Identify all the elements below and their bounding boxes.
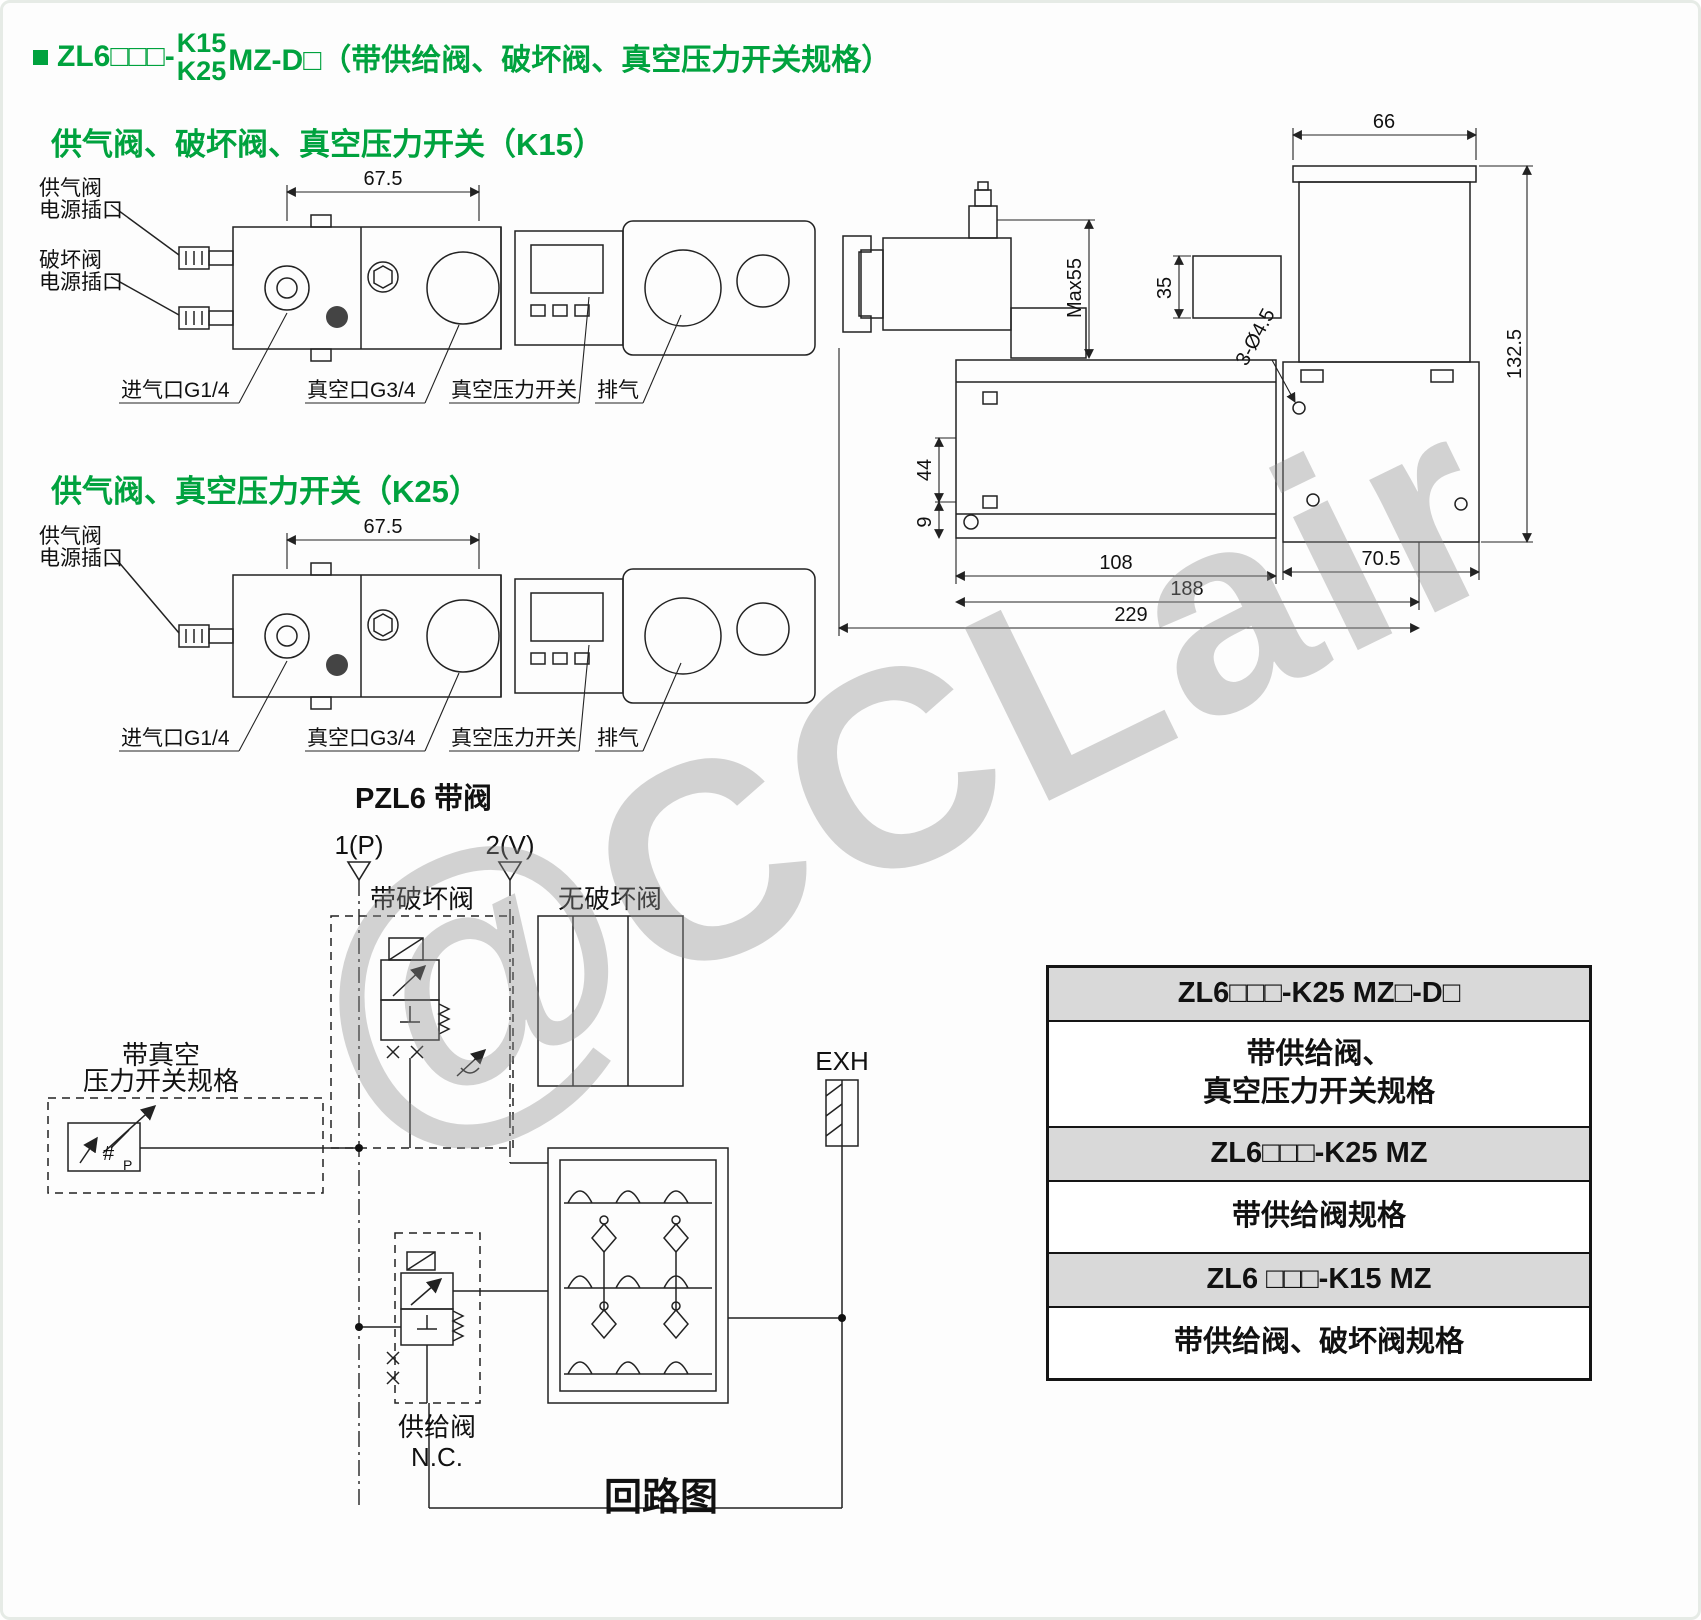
- k15-break-plug-label-2: 电源插口: [39, 271, 123, 294]
- with-break-label: 带破坏阀: [370, 884, 474, 914]
- switch-hash-symbol: #: [103, 1143, 115, 1165]
- spec-row-desc-k25: 带供给阀规格: [1049, 1182, 1589, 1254]
- spec-row-model-k25-d: ZL6□□□-K25 MZ□-D□: [1049, 968, 1589, 1022]
- drawing-dimensions: 66 Max55 35 3-Ø4.5 132.5 44 9 108 70.5 1…: [838, 111, 1533, 636]
- k25-switch-label: 真空压力开关: [451, 727, 577, 750]
- supply-valve-label: 供给阀: [398, 1412, 476, 1442]
- drawing-k15: 67.5 供气阀 电源插口 破坏阀 电源插口 进气口G1/4 真空口G3/4 真…: [39, 168, 816, 404]
- ejector-symbol: [510, 1147, 729, 1404]
- dim-188: 188: [1170, 578, 1203, 600]
- break-valve-box: [330, 915, 514, 1149]
- k25-exhaust-label: 排气: [597, 727, 639, 750]
- dim-229: 229: [1114, 604, 1147, 626]
- dim-66: 66: [1373, 111, 1395, 133]
- page-title: ZL6□□□- K15 K25 MZ-D□（带供给阀、破坏阀、真空压力开关规格）: [33, 29, 891, 86]
- circuit-caption: 回路图: [604, 1477, 718, 1519]
- spec-model-text: ZL6 □□□-K15 MZ: [1206, 1263, 1432, 1296]
- k25-supply-plug-label-2: 电源插口: [39, 547, 123, 570]
- title-suffix: MZ-D□（带供给阀、破坏阀、真空压力开关规格）: [228, 44, 892, 78]
- no-break-valve-box: [537, 915, 684, 1087]
- k15-inlet-label: 进气口G1/4: [121, 379, 230, 402]
- spec-row-desc-k15: 带供给阀、破坏阀规格: [1049, 1308, 1589, 1378]
- with-switch-label-2: 压力开关规格: [83, 1066, 239, 1096]
- k15-supply-plug-label-1: 供气阀: [39, 177, 102, 200]
- k15-break-plug-label-1: 破坏阀: [39, 249, 102, 272]
- dim-9: 9: [914, 516, 936, 527]
- k25-dim-67-5: 67.5: [364, 516, 403, 538]
- k15-switch-label: 真空压力开关: [451, 379, 577, 402]
- exh-silencer-symbol: [428, 1079, 859, 1509]
- k15-body-outline: [110, 204, 816, 362]
- k25-supply-plug-label-1: 供气阀: [39, 525, 102, 548]
- k15-vacuum-label: 真空口G3/4: [307, 379, 416, 402]
- k15-dim-67-5: 67.5: [364, 168, 403, 190]
- supply-valve-box: [355, 1232, 548, 1404]
- dim-44: 44: [914, 459, 936, 481]
- exh-label: EXH: [815, 1046, 868, 1076]
- circuit-diagram: 1(P) 2(V) 带破坏阀 无破坏阀 带真空 压力开关规格 EXH # P 供…: [47, 830, 869, 1519]
- with-switch-label-1: 带真空: [122, 1040, 200, 1070]
- pzl6-model: PZL6: [355, 783, 426, 815]
- dims-dimension-lines: [838, 128, 1533, 636]
- k25-body-outline: [110, 552, 816, 710]
- k15-exhaust-label: 排气: [597, 379, 639, 402]
- circuit-ports: [346, 861, 523, 882]
- k25-dimension-lines: [119, 533, 682, 752]
- spec-model-text: ZL6□□□-K25 MZ□-D□: [1177, 977, 1461, 1010]
- k25-vacuum-label: 真空口G3/4: [307, 727, 416, 750]
- pzl6-caption: PZL6 带阀: [355, 775, 492, 817]
- k25-inlet-label: 进气口G1/4: [121, 727, 230, 750]
- spec-row-model-k25: ZL6□□□-K25 MZ: [1049, 1128, 1589, 1182]
- dim-70-5: 70.5: [1362, 548, 1401, 570]
- dim-132-5: 132.5: [1504, 329, 1526, 379]
- pzl6-text: 带阀: [433, 783, 492, 815]
- spec-table: ZL6□□□-K25 MZ□-D□ 带供给阀、 真空压力开关规格 ZL6□□□-…: [1046, 965, 1592, 1381]
- switch-p-label: P: [123, 1157, 132, 1173]
- heading-k15: 供气阀、破坏阀、真空压力开关（K15）: [51, 127, 604, 162]
- without-break-label: 无破坏阀: [558, 884, 662, 914]
- dim-35: 35: [1154, 277, 1176, 299]
- port-2v-label: 2(V): [485, 830, 534, 860]
- spec-desc-text: 带供给阀规格: [1231, 1200, 1406, 1233]
- spec-desc-text: 带供给阀、 真空压力开关规格: [1202, 1038, 1435, 1108]
- k15-supply-plug-label-2: 电源插口: [39, 199, 123, 222]
- title-variant-stack: K15 K25: [177, 29, 227, 86]
- drawing-k25: 67.5 供气阀 电源插口 进气口G1/4 真空口G3/4 真空压力开关 排气: [39, 516, 816, 752]
- spec-row-desc-k25-d: 带供给阀、 真空压力开关规格: [1049, 1022, 1589, 1128]
- dim-108: 108: [1099, 552, 1132, 574]
- pressure-switch-box: [47, 1097, 363, 1194]
- spec-model-text: ZL6□□□-K25 MZ: [1210, 1137, 1428, 1170]
- dim-max55: Max55: [1064, 258, 1086, 318]
- spec-desc-text: 带供给阀、破坏阀规格: [1173, 1326, 1464, 1359]
- spec-row-model-k15: ZL6 □□□-K15 MZ: [1049, 1254, 1589, 1308]
- title-variant-k25: K25: [176, 56, 227, 87]
- circuit-feed-lines: [358, 880, 511, 1508]
- title-prefix: ZL6□□□-: [57, 40, 175, 74]
- dims-outline: [842, 165, 1480, 543]
- k15-dimension-lines: [119, 185, 682, 404]
- port-1p-label: 1(P): [334, 830, 383, 860]
- heading-k25: 供气阀、真空压力开关（K25）: [51, 474, 480, 509]
- supply-valve-nc-label: N.C.: [411, 1442, 463, 1472]
- bullet-square-icon: [33, 49, 48, 65]
- title-variant-k15: K15: [176, 28, 227, 58]
